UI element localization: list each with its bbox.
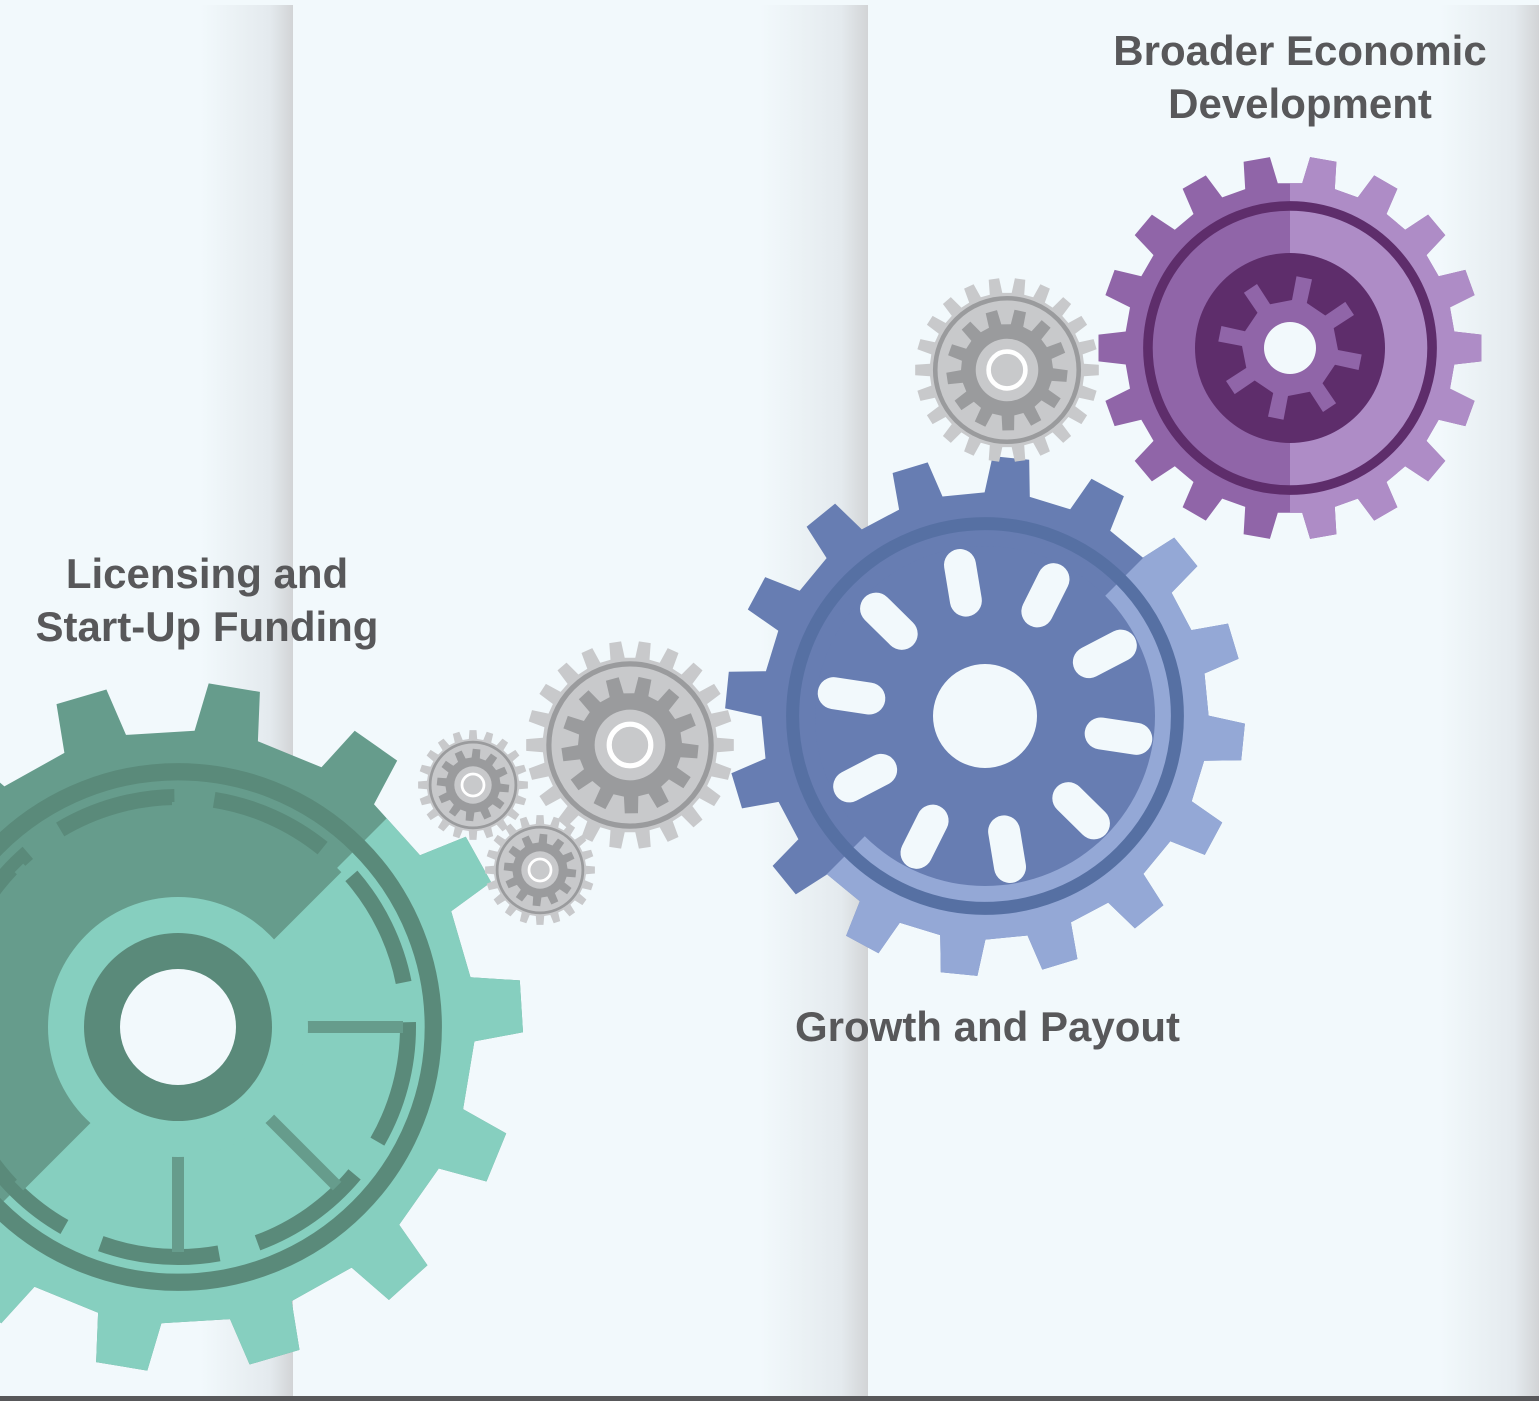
gear-growth-slot <box>943 549 982 617</box>
gear-small-gray-4-axle <box>527 857 553 883</box>
gear-broader-body-light <box>1290 157 1482 539</box>
label-licensing-line-2: Start-Up Funding <box>35 603 379 650</box>
gear-growth-slot <box>1052 782 1110 840</box>
footer-line <box>0 1396 1539 1401</box>
label-broader-line-2: Development <box>1168 80 1432 127</box>
gear-small-gray-1-hub <box>975 338 1039 402</box>
gear-broader-axle <box>1264 322 1316 374</box>
gear-small-gray-3-ring <box>428 740 518 830</box>
gear-small-gray-1-ring <box>932 295 1082 445</box>
panel-3-shade <box>1440 5 1539 1397</box>
gear-small-gray-4-ring <box>495 825 585 915</box>
label-licensing-startup-funding: Licensing and Start-Up Funding <box>12 547 402 653</box>
gear-growth-slot <box>860 592 918 650</box>
gear-growth-slot <box>833 753 898 803</box>
gear-growth <box>725 456 1245 976</box>
gear-small-gray-1 <box>915 278 1099 462</box>
gear-growth-slot <box>1021 563 1070 628</box>
gear-small-gray-3 <box>418 730 528 840</box>
label-licensing-line-1: Licensing and <box>65 550 349 597</box>
gear-licensing-inner-ring <box>0 789 416 1265</box>
gear-small-gray-2-ring <box>546 661 714 829</box>
gear-small-gray-2 <box>526 641 734 849</box>
gear-growth-slot <box>817 677 886 715</box>
gear-small-gray-1-axle <box>986 349 1028 391</box>
gear-small-gray-2-hub <box>594 709 666 781</box>
gear-small-gray-3-axle <box>460 772 486 798</box>
gear-growth-ring <box>786 517 1184 915</box>
label-broader-line-1: Broader Economic <box>1113 27 1487 74</box>
gear-broader-ring <box>1143 201 1437 495</box>
gear-small-gray-3-hub <box>454 766 492 804</box>
gear-growth-slot <box>1072 629 1137 679</box>
gear-licensing-axle <box>120 969 236 1085</box>
gear-small-gray-4 <box>485 815 595 925</box>
gear-licensing <box>0 683 523 1371</box>
label-growth-and-payout: Growth and Payout <box>794 1003 1180 1050</box>
gear-small-gray-2-axle <box>606 721 654 769</box>
gear-growth-slot <box>1084 717 1153 755</box>
label-broader-economic-development: Broader Economic Development <box>1095 24 1505 130</box>
gear-licensing-ring <box>0 763 442 1291</box>
gear-small-gray-4-hub <box>521 851 559 889</box>
gears-layer <box>0 157 1482 1371</box>
gear-broader <box>1098 157 1482 539</box>
gear-growth-slot <box>900 804 949 869</box>
gear-growth-slot <box>988 815 1027 883</box>
gear-growth-axle <box>933 664 1037 768</box>
